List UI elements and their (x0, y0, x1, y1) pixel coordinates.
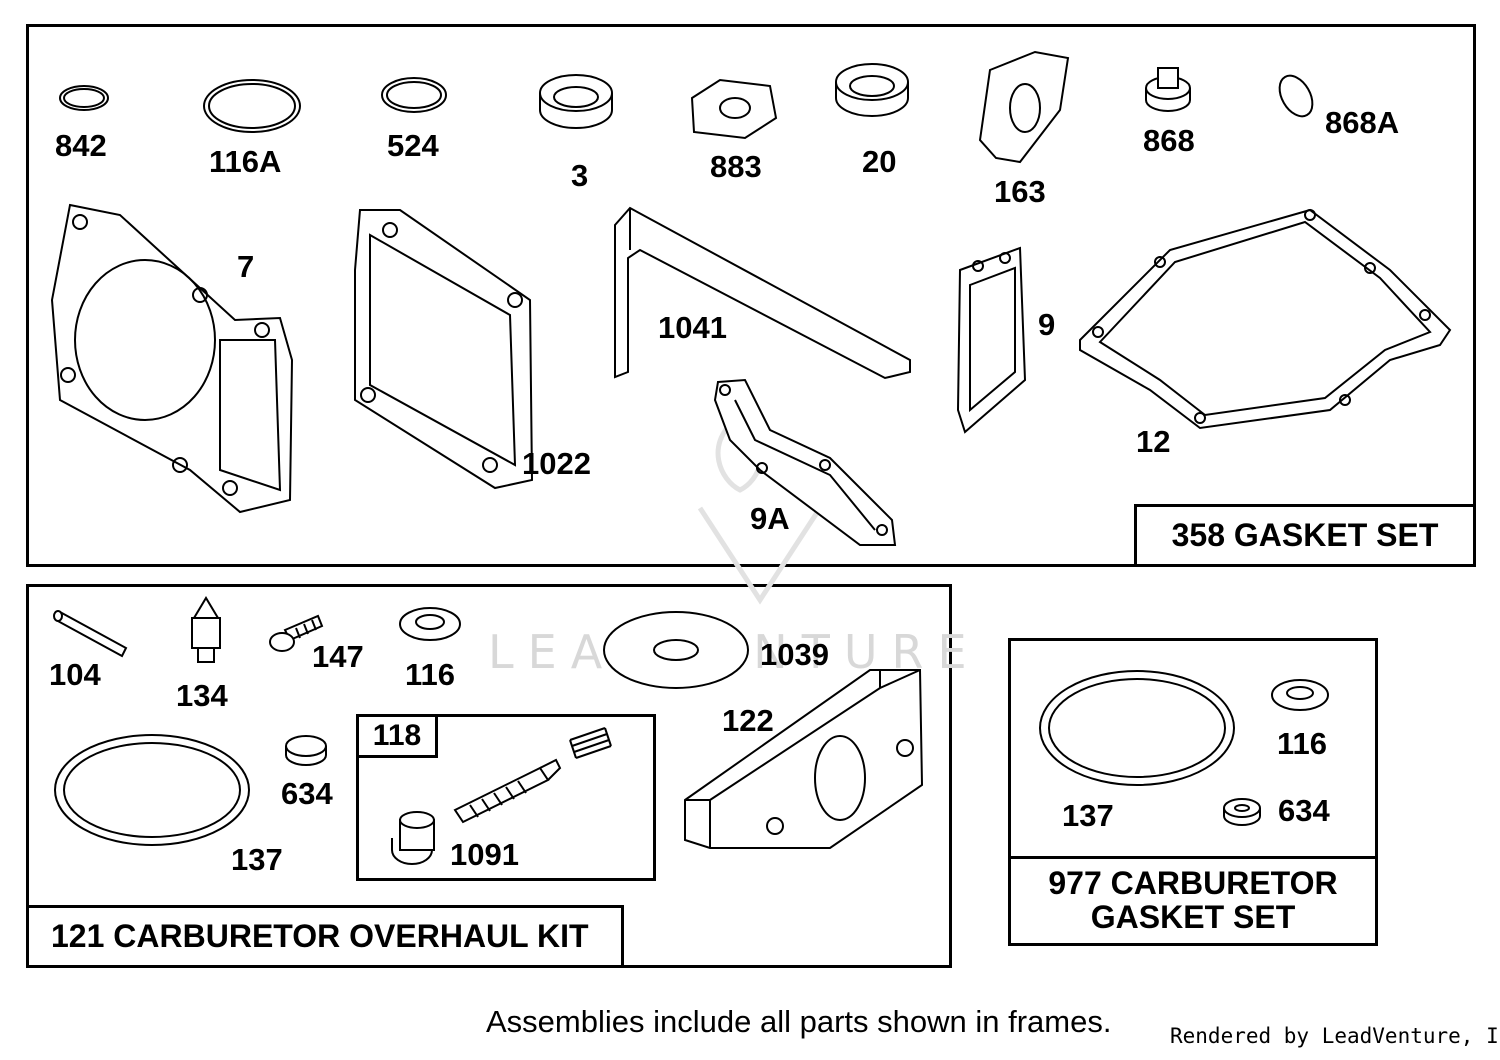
carb-overhaul-kit-title: 121 CARBURETOR OVERHAUL KIT (26, 905, 624, 968)
part-163-gasket-icon (978, 50, 1070, 164)
part-634-washer-icon (285, 735, 327, 766)
part-883-gasket-icon (690, 78, 778, 140)
callout-134: 134 (176, 678, 228, 713)
callout-634: 634 (281, 776, 333, 811)
part-524-oring-icon (381, 77, 447, 113)
carb-gasket-137-icon (1039, 670, 1235, 786)
part-1091-cap-icon (391, 811, 435, 865)
part-1022-gasket-icon (354, 209, 534, 490)
part-3-oil-seal-icon (539, 74, 613, 129)
callout-116A: 116A (209, 144, 282, 179)
sub-assembly-118-frame (356, 714, 656, 881)
part-1041-bar-icon (614, 206, 911, 380)
callout-7: 7 (237, 249, 255, 284)
part-9A-gasket-icon (713, 378, 897, 546)
part-12-crankcase-gasket-icon (1079, 208, 1452, 430)
callout-116: 116 (405, 657, 456, 692)
callout-147: 147 (312, 639, 364, 674)
part-1039-disc-icon (603, 611, 749, 689)
part-842-oring-icon (59, 85, 109, 111)
callout-883: 883 (710, 149, 762, 184)
callout-868A: 868A (1325, 105, 1400, 140)
part-104-pin-icon (53, 610, 128, 658)
callout-104: 104 (49, 657, 101, 692)
carb-gasket-set-title-line2: GASKET SET (1090, 899, 1296, 935)
part-1091-mixture-screw-icon (453, 758, 562, 824)
callout-1041: 1041 (658, 310, 727, 345)
callout-1039: 1039 (760, 637, 829, 672)
rendered-by-credit: Rendered by LeadVenture, Inc. (1170, 1024, 1500, 1048)
sub-assembly-118-title: 118 (356, 714, 438, 758)
part-20-oil-seal-icon (835, 63, 909, 117)
part-116A-oring-icon (203, 79, 301, 133)
part-137-gasket-icon (54, 734, 250, 846)
callout-12: 12 (1136, 424, 1171, 459)
callout-868: 868 (1143, 123, 1195, 158)
part-147-screw-icon (269, 614, 324, 652)
carb-washer-116-icon (1271, 679, 1329, 711)
part-868-valve-seal-icon (1145, 67, 1191, 112)
assemblies-footnote: Assemblies include all parts shown in fr… (486, 1004, 1112, 1039)
callout-3: 3 (571, 158, 589, 193)
callout-9: 9 (1038, 307, 1056, 342)
callout-163: 163 (994, 174, 1046, 209)
callout-carb-116: 116 (1277, 726, 1328, 761)
part-7-head-gasket-icon (50, 203, 294, 514)
callout-carb-137: 137 (1062, 798, 1114, 833)
callout-20: 20 (862, 144, 897, 179)
callout-1022: 1022 (522, 446, 591, 481)
part-134-inlet-needle-icon (191, 596, 221, 663)
callout-1091: 1091 (450, 837, 519, 872)
callout-524: 524 (387, 128, 439, 163)
callout-9A: 9A (750, 501, 790, 536)
callout-carb-634: 634 (1278, 793, 1330, 828)
part-9-gasket-icon (956, 246, 1027, 434)
carb-washer-634-icon (1223, 798, 1261, 826)
carb-gasket-set-title-line1: 977 CARBURETOR (1048, 865, 1338, 902)
part-868A-washer-icon (1278, 74, 1314, 118)
carb-gasket-set-title: 977 CARBURETOR GASKET SET (1008, 856, 1378, 946)
gasket-set-title: 358 GASKET SET (1134, 504, 1476, 567)
gasket-set-frame (26, 24, 1476, 567)
part-122-spacer-icon (684, 669, 924, 849)
part-118-spring-icon (569, 727, 612, 759)
callout-122: 122 (722, 703, 774, 738)
callout-842: 842 (55, 128, 107, 163)
callout-137: 137 (231, 842, 283, 877)
part-116-washer-icon (399, 607, 461, 641)
